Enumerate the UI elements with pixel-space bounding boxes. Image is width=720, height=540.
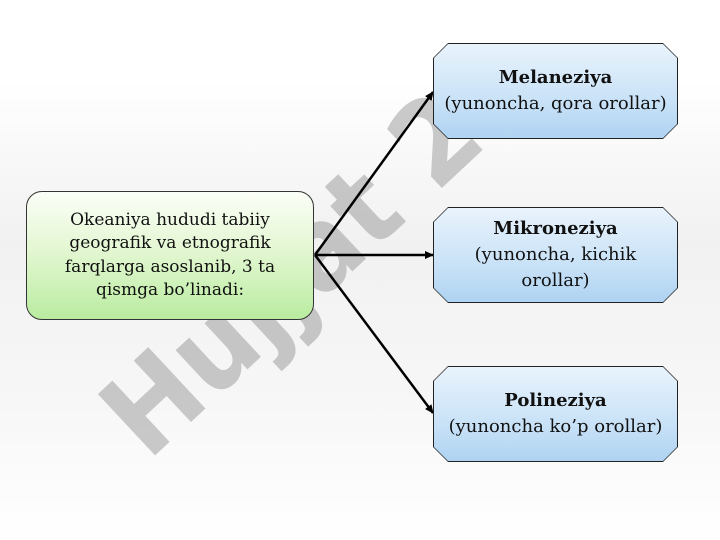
target-box-melaneziya: Melaneziya (yunoncha, qora orollar) (433, 43, 678, 139)
target-subtitle: (yunoncha ko’p orollar) (448, 416, 663, 437)
target-subtitle: (yunoncha, kichik orollar) (474, 244, 637, 291)
arrow-to-polineziya (313, 254, 435, 414)
target-title: Polineziya (504, 390, 607, 411)
target-box-mikroneziya: Mikroneziya (yunoncha, kichik orollar) (433, 207, 678, 303)
arrow-to-melaneziya (313, 91, 435, 256)
source-box: Okeaniya hududi tabiiy geografik va etno… (26, 191, 314, 320)
source-text: Okeaniya hududi tabiiy geografik va etno… (64, 209, 276, 301)
target-title: Mikroneziya (493, 218, 618, 239)
target-subtitle: (yunoncha, qora orollar) (444, 93, 667, 114)
target-title: Melaneziya (498, 67, 613, 88)
target-box-polineziya: Polineziya (yunoncha ko’p orollar) (433, 366, 678, 462)
